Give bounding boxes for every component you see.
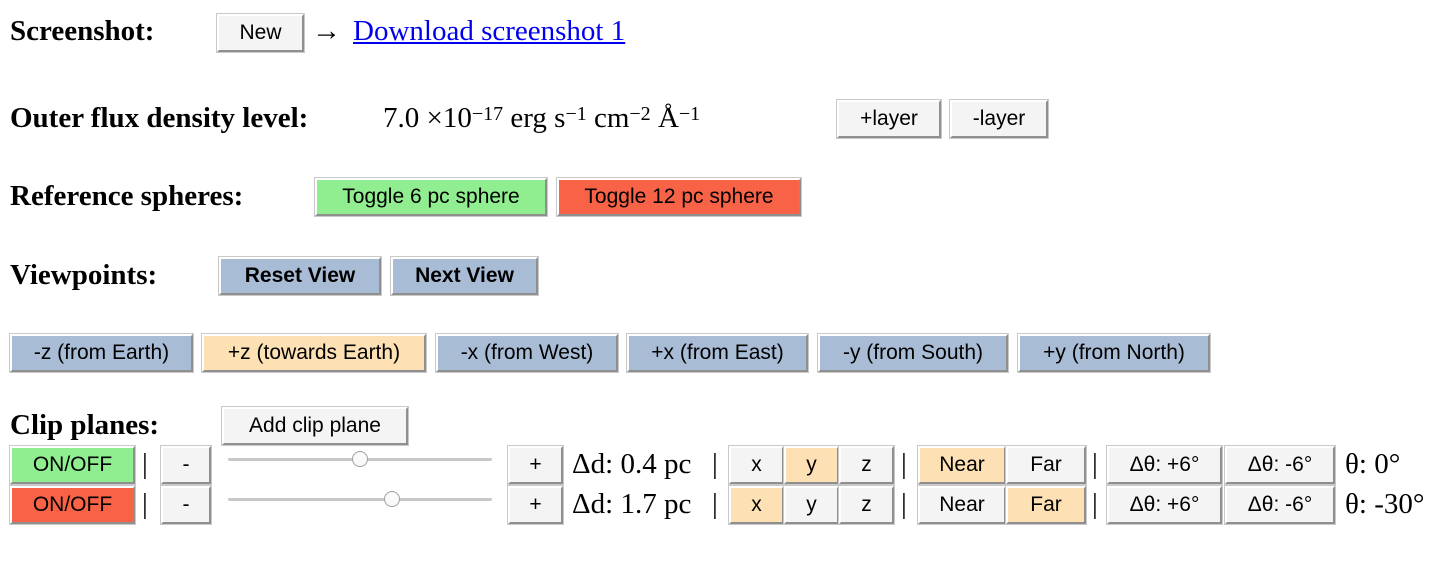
separator: | [712,488,718,520]
flux-level-label: Outer flux density level: [10,102,309,134]
slider-thumb[interactable] [352,451,368,467]
viewpoints-label: Viewpoints: [10,259,158,291]
toggle-12pc-sphere-button[interactable]: Toggle 12 pc sphere [557,178,801,216]
separator: | [142,448,148,480]
clip-theta-minus-button[interactable]: Δθ: -6° [1225,446,1335,484]
clip-plus-button[interactable]: + [508,486,563,524]
flux-level-value: 7.0 ×10−17 erg s−1 cm−2 Å−1 [383,102,701,134]
clip-near-button[interactable]: Near [918,486,1006,524]
clip-distance-slider[interactable] [228,489,492,509]
toggle-6pc-sphere-button[interactable]: Toggle 6 pc sphere [315,178,547,216]
separator: | [142,488,148,520]
clip-minus-button[interactable]: - [161,446,211,484]
clip-theta-plus-button[interactable]: Δθ: +6° [1107,446,1222,484]
new-screenshot-button[interactable]: New [217,14,304,52]
separator: | [901,488,907,520]
separator: | [901,448,907,480]
clip-axis-z-button[interactable]: z [839,446,894,484]
clip-theta-readout: θ: -30° [1345,488,1425,520]
view-minus-z-button[interactable]: -z (from Earth) [10,334,193,372]
download-screenshot-link[interactable]: Download screenshot 1 [353,15,626,47]
clip-axis-x-button[interactable]: x [729,486,784,524]
remove-layer-button[interactable]: -layer [950,100,1048,138]
add-layer-button[interactable]: +layer [837,100,941,138]
arrow-icon: → [312,15,341,47]
reset-view-button[interactable]: Reset View [219,257,381,295]
clip-axis-z-button[interactable]: z [839,486,894,524]
view-plus-y-button[interactable]: +y (from North) [1018,334,1210,372]
view-plus-x-button[interactable]: +x (from East) [627,334,808,372]
clip-plus-button[interactable]: + [508,446,563,484]
next-view-button[interactable]: Next View [391,257,538,295]
clip-delta-readout: Δd: 0.4 pc [572,448,692,480]
clip-onoff-toggle[interactable]: ON/OFF [10,446,135,484]
clip-onoff-toggle[interactable]: ON/OFF [10,486,135,524]
view-minus-x-button[interactable]: -x (from West) [436,334,618,372]
slider-track [228,498,492,501]
clip-minus-button[interactable]: - [161,486,211,524]
clip-far-button[interactable]: Far [1006,446,1086,484]
separator: | [1092,448,1098,480]
clip-distance-slider[interactable] [228,449,492,469]
screenshot-label: Screenshot: [10,15,155,47]
separator: | [712,448,718,480]
view-plus-z-button[interactable]: +z (towards Earth) [202,334,426,372]
clip-near-button[interactable]: Near [918,446,1006,484]
clip-theta-readout: θ: 0° [1345,448,1401,480]
clip-axis-x-button[interactable]: x [729,446,784,484]
slider-thumb[interactable] [383,491,400,507]
view-minus-y-button[interactable]: -y (from South) [818,334,1008,372]
clip-far-button[interactable]: Far [1006,486,1086,524]
clip-planes-label: Clip planes: [10,409,160,441]
clip-theta-plus-button[interactable]: Δθ: +6° [1107,486,1222,524]
clip-axis-y-button[interactable]: y [784,446,839,484]
separator: | [1092,488,1098,520]
clip-theta-minus-button[interactable]: Δθ: -6° [1225,486,1335,524]
clip-axis-y-button[interactable]: y [784,486,839,524]
reference-spheres-label: Reference spheres: [10,180,244,212]
add-clip-plane-button[interactable]: Add clip plane [222,407,408,445]
clip-delta-readout: Δd: 1.7 pc [572,488,692,520]
